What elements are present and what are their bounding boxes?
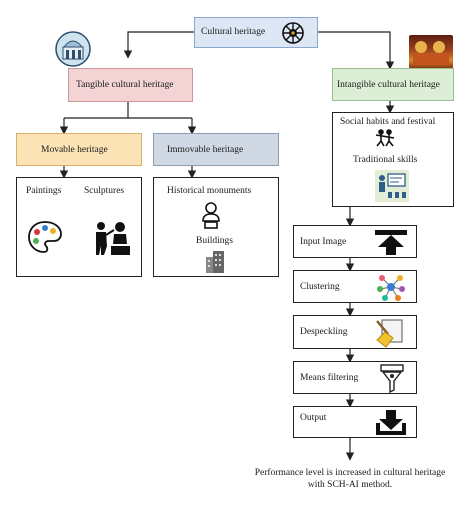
immovable-items-box: Historical monuments Buildings [153,177,279,277]
sculptures-label: Sculptures [84,186,125,196]
dharma-wheel-icon [282,22,304,44]
cultural-heritage-label: Cultural heritage [201,27,266,37]
broom-cleaning-icon [376,319,403,348]
tangible-heritage-node: Tangible cultural heritage [68,68,193,102]
monument-bust-icon [202,202,220,229]
network-cluster-icon [377,275,405,301]
download-icon [376,410,406,435]
caption-line-2: with SCH-AI method. [307,479,393,490]
buildings-label: Buildings [196,236,233,246]
intangible-heritage-node: Intangible cultural heritage [332,68,454,101]
sculptor-icon [96,222,130,255]
step-despeckling-label: Despeckling [300,327,348,337]
historical-monuments-label: Historical monuments [167,186,252,196]
step-clustering: Clustering [293,270,417,303]
movable-heritage-node: Movable heritage [16,133,142,166]
movable-heritage-label: Movable heritage [41,145,108,155]
cultural-heritage-node: Cultural heritage [194,17,318,48]
temple-icon [55,31,91,67]
step-input-image-label: Input Image [300,237,347,247]
immovable-heritage-label: Immovable heritage [167,145,244,155]
building-icon [206,251,224,273]
intangible-heritage-label: Intangible cultural heritage [337,80,440,90]
step-means-filtering: Means filtering [293,361,417,394]
step-output: Output [293,406,417,438]
tangible-heritage-label: Tangible cultural heritage [76,80,174,90]
paint-palette-icon [28,221,62,253]
caption: Performance level is increased in cultur… [200,468,474,492]
social-habits-label: Social habits and festival [340,117,436,127]
step-means-filtering-label: Means filtering [300,373,359,383]
step-clustering-label: Clustering [300,282,340,292]
intangible-items-box: Social habits and festival Traditional s… [332,112,454,207]
dancers-icon [375,129,395,147]
festival-deity-image [409,35,453,69]
filter-funnel-icon [380,364,404,393]
step-output-label: Output [300,413,327,423]
traditional-skills-label: Traditional skills [353,155,418,165]
caption-line-1: Performance level is increased in cultur… [254,468,446,478]
upload-icon [375,230,407,255]
movable-items-box: Paintings Sculptures [16,177,142,277]
step-input-image: Input Image [293,225,417,258]
immovable-heritage-node: Immovable heritage [153,133,279,166]
step-despeckling: Despeckling [293,315,417,349]
skills-presentation-icon [375,170,409,202]
paintings-label: Paintings [26,186,62,196]
